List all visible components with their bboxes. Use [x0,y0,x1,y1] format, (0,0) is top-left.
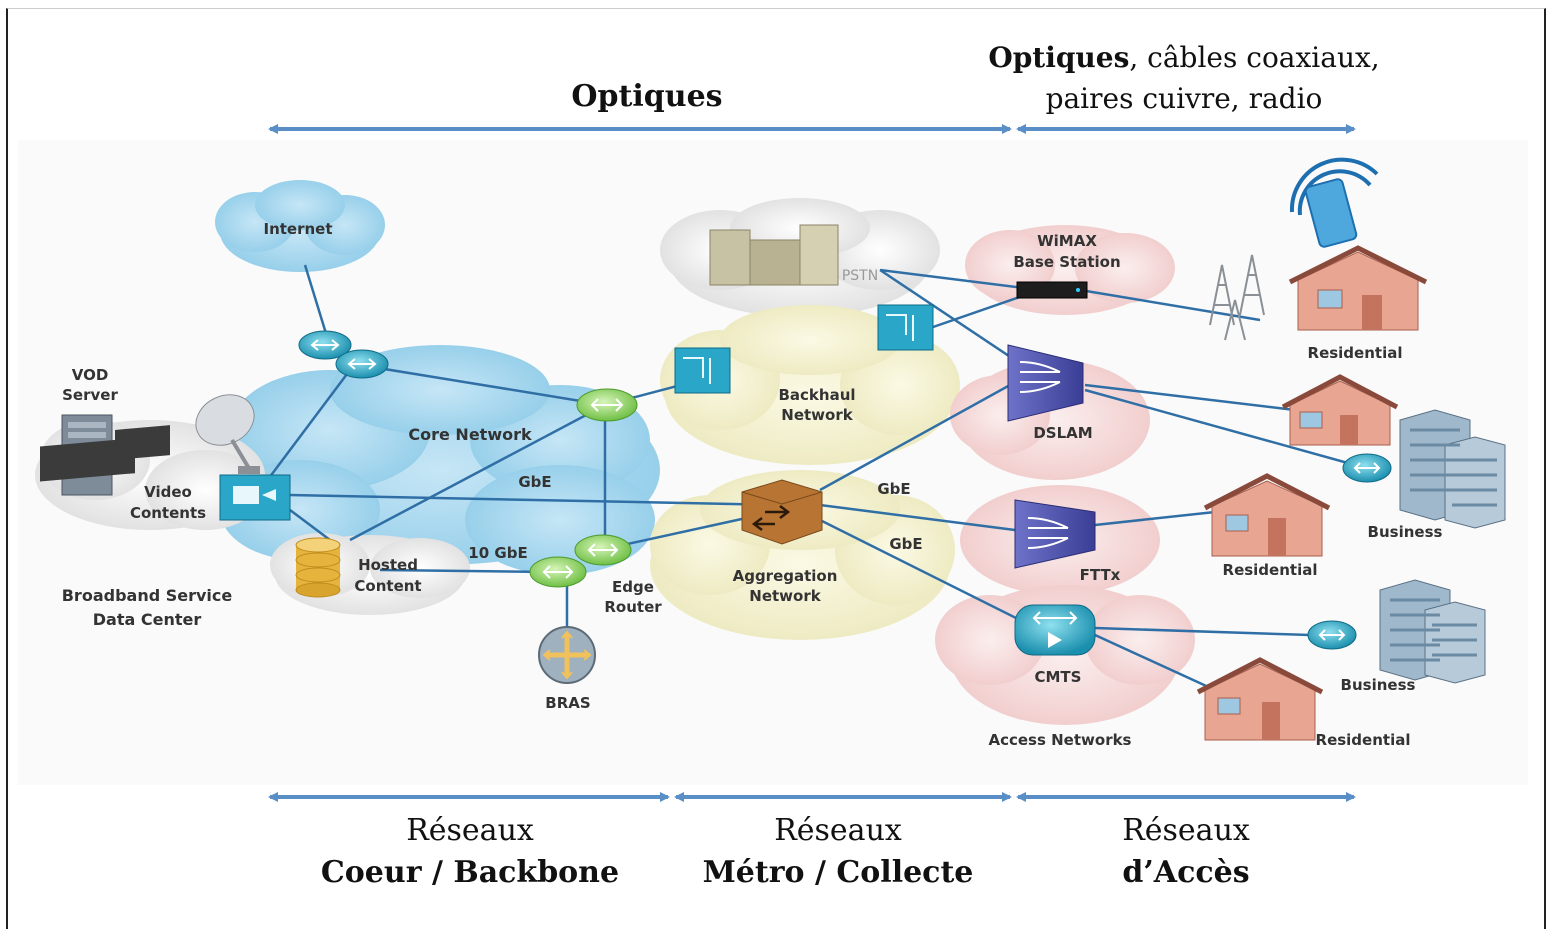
residential-house-icon [1203,473,1331,557]
link-router-core [359,363,606,407]
core-network-label: Core Network [408,425,532,444]
video-label-line2: Contents [130,504,206,522]
edge-router-label-line2: Router [604,598,662,616]
video-label-line1: Video [144,483,192,501]
link-video-aggregation-gbe [289,493,781,507]
link-aggregation-cmts [819,518,1021,622]
internet-cloud [215,180,385,272]
link-speed-label: GbE [889,535,922,553]
link-speed-label: GbE [518,473,551,491]
backhaul-switch-icon [674,347,731,394]
vod-server-icon [40,414,170,496]
cmts-icon [1014,604,1096,656]
residential-label: Residential [1316,731,1411,749]
satellite-dish-icon [195,394,260,474]
link-router-video [259,369,351,491]
residential-house-icon [1196,657,1324,741]
wimax-base-station-icon [1016,281,1088,299]
edge-router-label-line1: Edge [612,578,654,596]
hosted-label-line1: Hosted [358,556,418,574]
bras-label: BRAS [545,694,590,712]
top-band: Optiques Optiques, câbles coaxiaux, pair… [268,41,1380,134]
business-router-icon [1342,453,1392,483]
link-speed-label: GbE [877,480,910,498]
residential-label: Residential [1308,344,1403,362]
wimax-label-line2: Base Station [1013,253,1120,271]
edge-router-icon [529,556,587,588]
dslam-icon [1007,344,1084,422]
access-label-line1: Réseaux [1122,813,1250,848]
business-router-icon [1307,620,1357,650]
access-media-line2: paires cuivre, radio [1046,82,1323,115]
backhaul-label-line1: Backhaul [778,386,855,404]
metro-label-line1: Réseaux [774,813,902,848]
pstn-switch-icon [709,224,839,286]
core-label-line1: Réseaux [406,813,534,848]
link-internet-router [303,264,330,341]
dslam-label: DSLAM [1033,424,1092,442]
access-media-line1: Optiques, câbles coaxiaux, [988,41,1379,74]
link-dslam-business [1084,388,1356,467]
aggregation-label-line1: Aggregation [733,567,838,585]
optiques-label: Optiques [571,79,722,114]
diagram-frame [6,8,1546,929]
business-label: Business [1341,676,1416,694]
link-wimax-tower [1079,288,1261,322]
link-video-hosted [289,509,331,541]
residential-house-icon [1281,374,1399,446]
link-core-hosted [349,403,606,542]
link-speed-label: 10 GbE [468,544,527,562]
mobile-phone-icon [1289,157,1379,248]
access-networks-label: Access Networks [988,731,1131,749]
link-fttx-residential [1094,510,1216,527]
link-hosted-edge [379,568,551,574]
node-labels: Internet Core Network Backhaul Network A… [62,220,1443,749]
aggregation-switch-icon [741,479,823,545]
hosted-label-line2: Content [354,577,421,595]
fttx-icon [1014,499,1096,569]
backhaul-switch-icon [877,304,934,351]
cell-tower-icon [1209,254,1265,341]
wimax-label-line1: WiMAX [1037,232,1097,250]
bottom-band: Réseaux Coeur / Backbone Réseaux Métro /… [268,792,1356,890]
link-aggregation-fttx [819,503,1016,532]
video-server-icon [219,474,291,521]
vod-label-line2: Server [62,386,118,404]
bras-icon [538,626,596,684]
fttx-label: FTTx [1080,566,1121,584]
internet-label: Internet [263,220,332,238]
edge-router-icon [574,534,632,566]
link-aggregation-dslam [819,383,1011,492]
link-cmts-business [1094,626,1311,637]
residential-label: Residential [1223,561,1318,579]
router-icon [298,330,352,360]
core-router-icon [576,388,638,422]
routers [298,330,1392,650]
link-pstn-wimax [879,268,1041,292]
link-dslam-residential [1084,383,1296,412]
residential-house-icon [1288,245,1428,331]
data-center-label-line1: Broadband Service [62,586,233,605]
core-label-line2: Coeur / Backbone [321,855,619,890]
business-label: Business [1368,523,1443,541]
router-icon [335,349,389,379]
data-center-label-line2: Data Center [93,610,202,629]
access-label-line2: d’Accès [1122,855,1249,890]
pstn-label: PSTN [842,268,878,284]
metro-label-line2: Métro / Collecte [703,855,974,890]
cmts-label: CMTS [1035,668,1082,686]
aggregation-label-line2: Network [749,587,821,605]
hosted-content-database-icon [295,537,341,598]
business-building-icon [1399,409,1506,529]
vod-label-line1: VOD [72,366,109,384]
business-building-icon [1379,579,1486,684]
backhaul-label-line2: Network [781,406,853,424]
link-cmts-residential [1094,633,1216,692]
